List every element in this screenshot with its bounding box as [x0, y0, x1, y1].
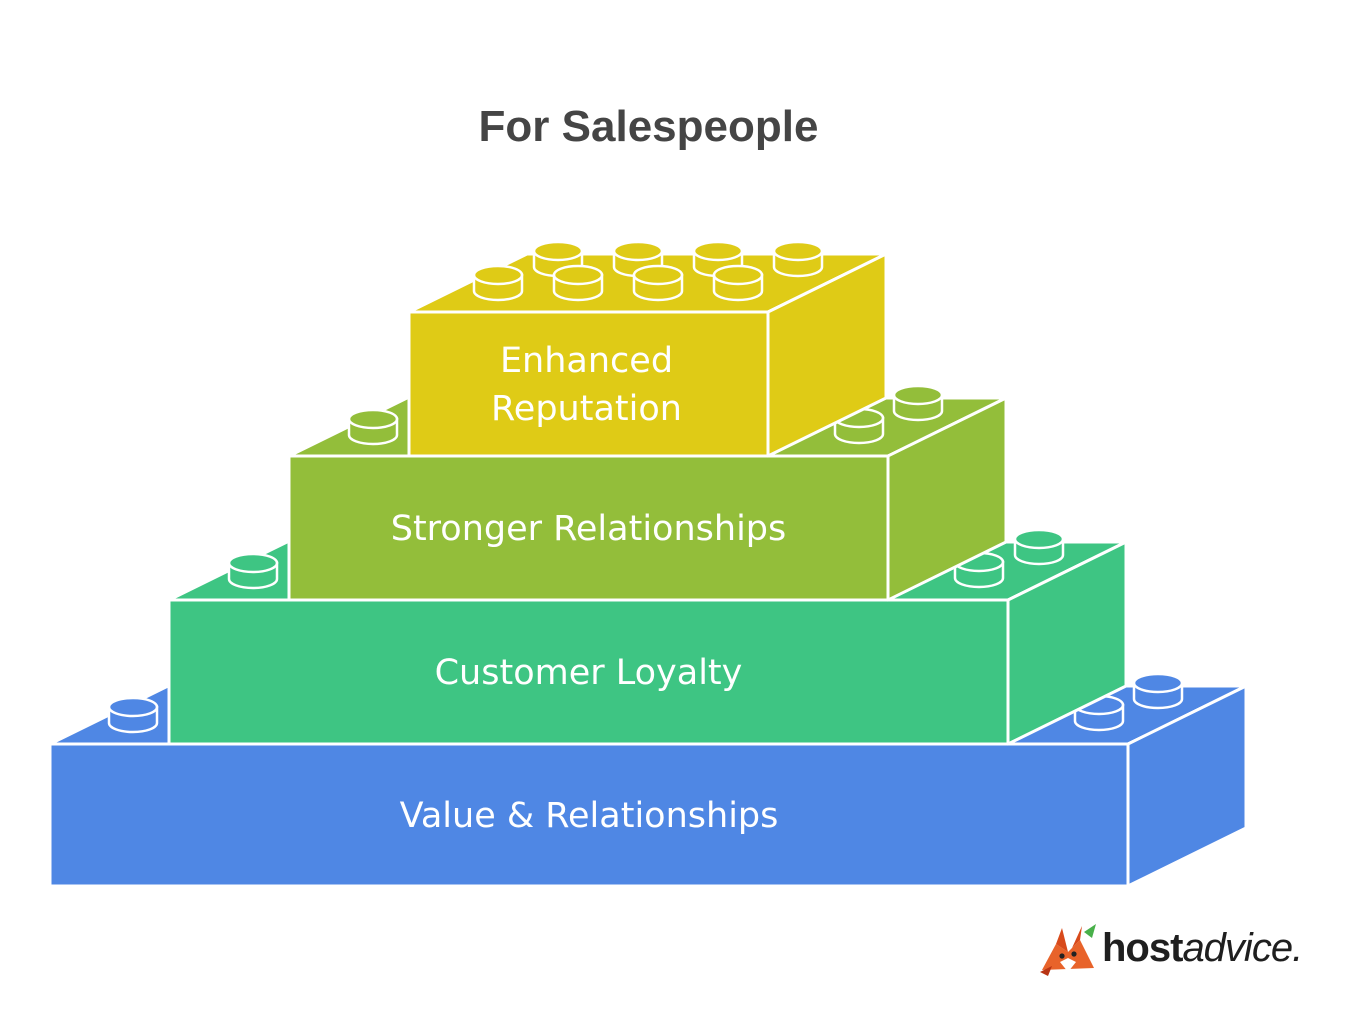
stud-4-1: [532, 240, 584, 278]
tier-4-label-line: Reputation: [491, 389, 682, 429]
tier-2-label: Customer Loyalty: [435, 653, 743, 693]
tier-1-front-face: [48, 742, 1130, 888]
logo-wordmark: hostadvice.: [1102, 926, 1303, 971]
stud-1-3: [1132, 672, 1184, 710]
stud-4-7: [632, 264, 684, 302]
stud-4-5: [472, 264, 524, 302]
logo-brand-bold: host: [1102, 926, 1183, 970]
tier-2-front-face: [167, 598, 1010, 746]
tier-3-label: Stronger Relationships: [391, 509, 787, 549]
tier-3-front-face: [287, 454, 890, 602]
stud-2-3: [1013, 528, 1065, 566]
stud-3-1: [347, 408, 399, 446]
logo-brand-italic: advice.: [1182, 926, 1303, 970]
page-title: For Salespeople: [478, 102, 819, 151]
stud-2-1: [227, 552, 279, 590]
fox-mascot-icon: [1040, 924, 1096, 976]
stud-4-6: [552, 264, 604, 302]
stud-4-8: [712, 264, 764, 302]
hostadvice-logo: hostadvice.: [1036, 922, 1306, 978]
tier-2-label-line: Customer Loyalty: [435, 653, 743, 693]
tier-4-front-face: [407, 310, 770, 458]
tier-4-label-line: Enhanced: [500, 341, 673, 381]
stud-4-4: [772, 240, 824, 278]
tier-1-label-line: Value & Relationships: [400, 796, 779, 836]
tier-3-label-line: Stronger Relationships: [391, 509, 787, 549]
stud-1-1: [107, 696, 159, 734]
stud-3-3: [892, 384, 944, 422]
tier-1-label: Value & Relationships: [400, 796, 779, 836]
